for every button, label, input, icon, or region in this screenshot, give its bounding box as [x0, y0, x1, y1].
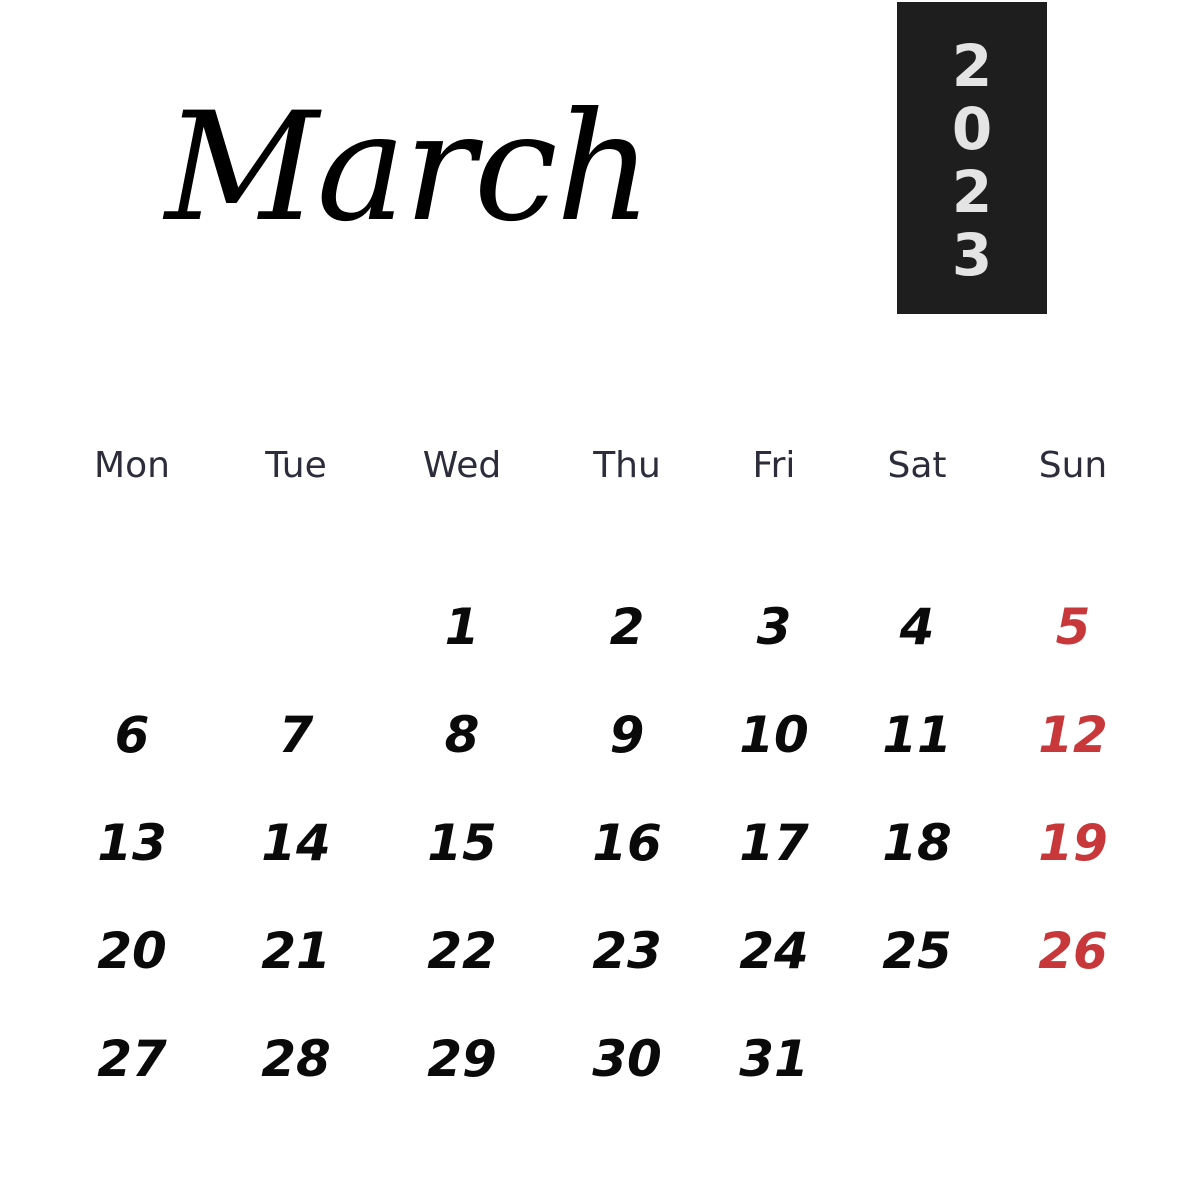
day-cell: 7: [278, 706, 314, 764]
day-cell: 3: [756, 598, 792, 656]
day-cell: 5: [1055, 598, 1091, 656]
day-cell: 2: [609, 598, 645, 656]
weekday-sun: Sun: [1038, 445, 1108, 486]
day-cell: 31: [739, 1030, 809, 1088]
day-cell: 11: [882, 706, 952, 764]
weekday-wed: Wed: [422, 445, 502, 486]
year-digit: 0: [951, 95, 993, 163]
year-block: 2 0 2 3: [897, 2, 1047, 314]
day-cell: 8: [444, 706, 480, 764]
day-cell: 13: [97, 814, 167, 872]
year-digit: 3: [951, 221, 993, 289]
weekday-mon: Mon: [94, 445, 170, 486]
day-cell: 9: [609, 706, 645, 764]
month-title: March: [165, 81, 652, 255]
day-cell: 14: [261, 814, 331, 872]
day-cell: 28: [261, 1030, 331, 1088]
day-cell: 25: [882, 922, 952, 980]
day-cell: 29: [427, 1030, 497, 1088]
day-cell: 4: [899, 598, 935, 656]
day-cell: 30: [592, 1030, 662, 1088]
weekday-fri: Fri: [752, 445, 796, 486]
weekday-tue: Tue: [265, 445, 327, 486]
day-cell: 23: [592, 922, 662, 980]
day-cell: 17: [739, 814, 809, 872]
day-cell: 15: [427, 814, 497, 872]
year-digit: 2: [951, 158, 993, 226]
day-cell: 24: [739, 922, 809, 980]
day-cell: 10: [739, 706, 809, 764]
day-cell: 1: [444, 598, 480, 656]
day-cell: 22: [427, 922, 497, 980]
day-cell: 16: [592, 814, 662, 872]
day-cell: 19: [1038, 814, 1108, 872]
weekday-sat: Sat: [887, 445, 947, 486]
day-cell: 18: [882, 814, 952, 872]
day-cell: 6: [114, 706, 150, 764]
day-cell: 12: [1038, 706, 1108, 764]
day-cell: 26: [1038, 922, 1108, 980]
day-cell: 20: [97, 922, 167, 980]
day-cell: 21: [261, 922, 331, 980]
day-cell: 27: [97, 1030, 167, 1088]
year-digit: 2: [951, 32, 993, 100]
weekday-thu: Thu: [593, 445, 661, 486]
